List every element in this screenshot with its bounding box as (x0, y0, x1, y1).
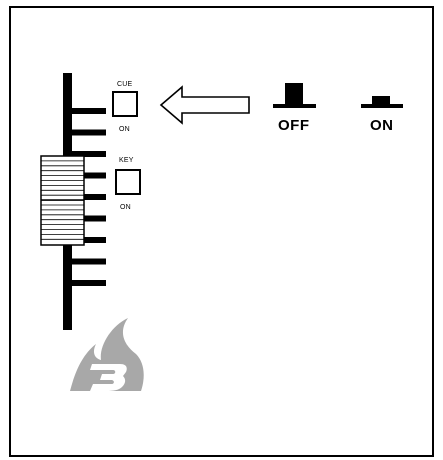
fader-tick (72, 129, 106, 136)
fader-tick (72, 258, 106, 265)
on-switch-icon (361, 96, 403, 108)
cue-button[interactable] (112, 91, 138, 117)
fader-tick (72, 215, 106, 222)
fader-tick (72, 280, 106, 286)
fader-tick (72, 108, 106, 114)
flame-3-logo-icon (70, 318, 144, 391)
off-switch-icon (273, 83, 316, 108)
cue-label: CUE (117, 81, 133, 88)
left-arrow-icon (159, 85, 250, 125)
fader-tick (72, 194, 106, 200)
on-label: ON (370, 117, 394, 134)
fader-tick (72, 151, 106, 157)
cue-on-label: ON (119, 126, 130, 133)
key-label: KEY (119, 157, 134, 164)
fader-tick (72, 172, 106, 179)
fader-tick (72, 237, 106, 243)
fader-ticks (72, 108, 106, 286)
key-button[interactable] (115, 169, 141, 195)
fader-knob[interactable] (40, 155, 85, 246)
key-on-label: ON (120, 204, 131, 211)
off-label: OFF (278, 117, 310, 134)
